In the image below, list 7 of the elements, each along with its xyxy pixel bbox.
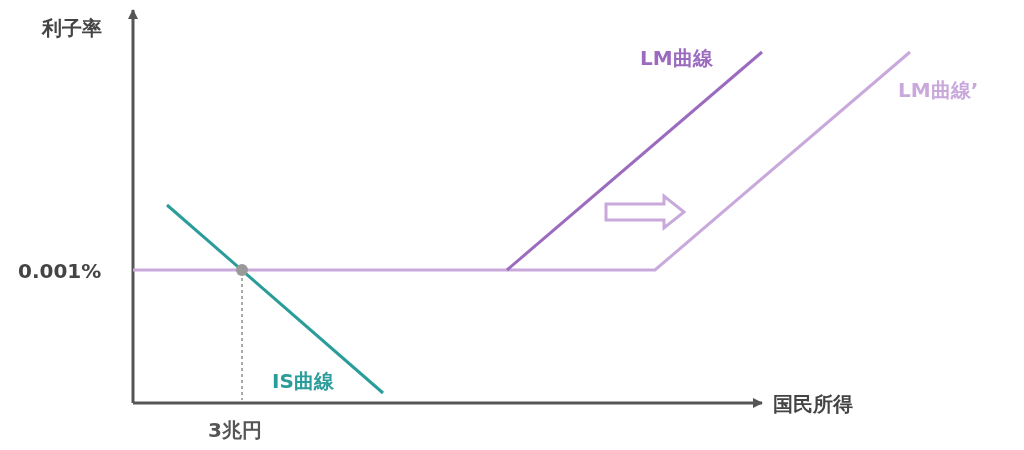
tick-label: 0.001% (18, 259, 102, 283)
curve-label: LM曲線’ (898, 78, 979, 102)
tick-label: 3兆円 (208, 418, 262, 442)
curve-label: LM曲線 (640, 46, 713, 70)
curve-label: IS曲線 (272, 369, 334, 393)
axis-title: 国民所得 (773, 392, 853, 416)
axis-title: 利子率 (42, 16, 102, 40)
